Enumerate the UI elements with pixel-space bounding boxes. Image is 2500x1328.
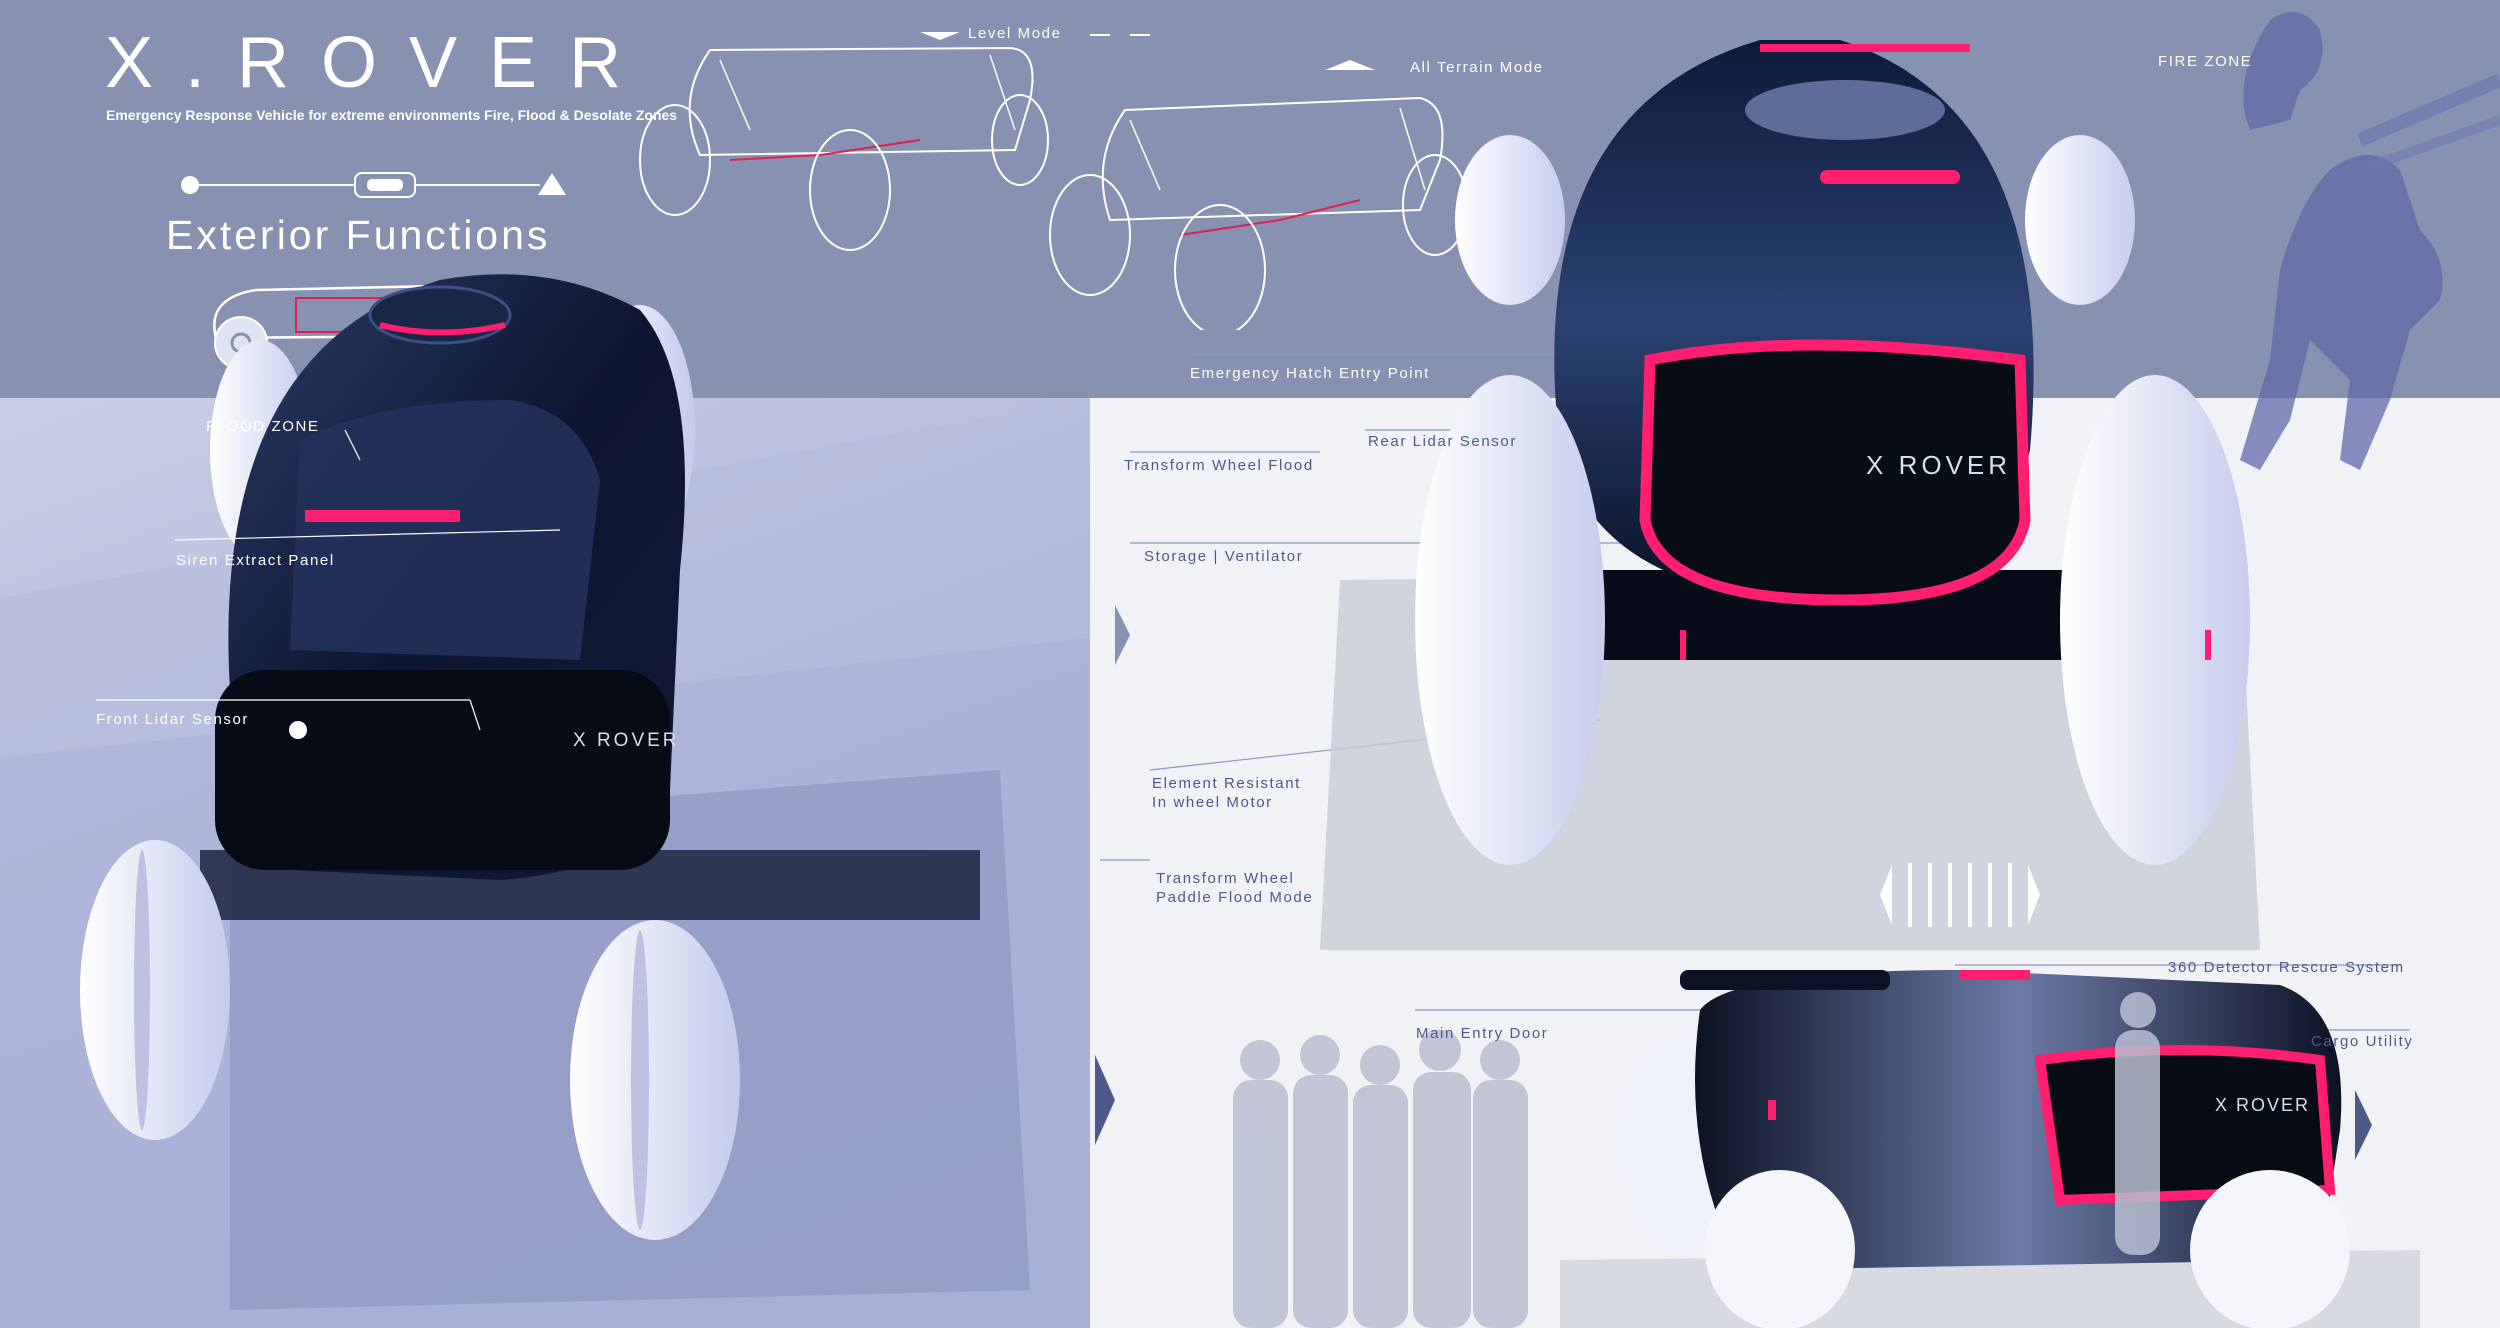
front-badge: X ROVER bbox=[573, 730, 680, 751]
transform-paddle-line-2: Paddle Flood Mode bbox=[1156, 889, 1314, 906]
element-resistant-line-2: In wheel Motor bbox=[1152, 794, 1273, 811]
all-terrain-mode-label: All Terrain Mode bbox=[1410, 59, 1544, 76]
front-vehicle-render bbox=[80, 274, 1030, 1310]
level-mode-label: Level Mode bbox=[968, 25, 1062, 42]
element-resistant-label: Element Resistant In wheel Motor bbox=[1152, 774, 1301, 812]
fire-zone-label: FIRE ZONE bbox=[2158, 53, 2253, 70]
side-vehicle-render bbox=[1560, 970, 2420, 1328]
rear-badge: X ROVER bbox=[1866, 450, 2012, 480]
cargo-utility-label: Cargo Utility bbox=[2311, 1033, 2414, 1050]
person-icon bbox=[181, 176, 199, 194]
main-entry-door-label: Main Entry Door bbox=[1416, 1025, 1549, 1042]
people-silhouettes bbox=[1233, 1030, 1528, 1328]
mountain-icon bbox=[538, 173, 566, 195]
firefighter-silhouettes bbox=[2240, 12, 2500, 470]
emergency-hatch-label: Emergency Hatch Entry Point bbox=[1190, 365, 1430, 382]
flood-zone-label: FLOOD ZONE bbox=[206, 418, 320, 435]
transform-paddle-label: Transform Wheel Paddle Flood Mode bbox=[1156, 869, 1313, 907]
transform-mode-sketches bbox=[639, 32, 1468, 330]
page-title: X.ROVER bbox=[105, 23, 654, 103]
transform-wheel-flood-label: Transform Wheel Flood bbox=[1124, 457, 1314, 474]
arrow-right-icon bbox=[1095, 1055, 1115, 1145]
vehicle-icon bbox=[367, 179, 403, 191]
mode-icons-row bbox=[181, 172, 566, 198]
front-lidar-sensor-label: Front Lidar Sensor bbox=[96, 711, 250, 728]
arrow-right-icon bbox=[1115, 605, 1130, 665]
storage-ventilator-label: Storage | Ventilator bbox=[1144, 548, 1304, 565]
transform-paddle-line-1: Transform Wheel bbox=[1156, 870, 1295, 887]
rear-vehicle-render bbox=[1320, 40, 2260, 950]
section-title: Exterior Functions bbox=[166, 212, 551, 258]
siren-extract-panel-label: Siren Extract Panel bbox=[176, 552, 335, 569]
rear-lidar-sensor-label: Rear Lidar Sensor bbox=[1368, 433, 1517, 450]
page-subtitle: Emergency Response Vehicle for extreme e… bbox=[106, 107, 678, 123]
detector-rescue-label: 360 Detector Rescue System bbox=[2168, 959, 2405, 976]
side-badge: X ROVER bbox=[2215, 1095, 2311, 1115]
transform-direction-icon bbox=[1880, 863, 2040, 927]
element-resistant-line-1: Element Resistant bbox=[1152, 775, 1301, 792]
arrow-right-icon bbox=[2355, 1090, 2372, 1160]
